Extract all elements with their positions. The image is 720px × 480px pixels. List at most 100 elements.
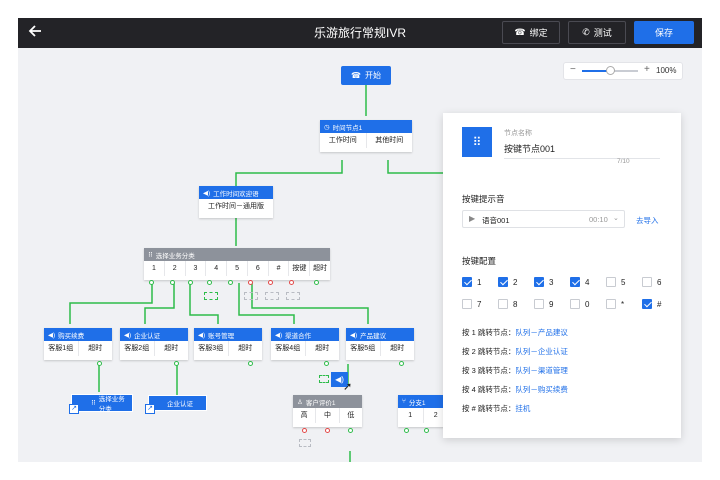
jump-prefix: 按 # 跳转节点： <box>462 404 516 413</box>
biz-node-account[interactable]: ◀)账号管理 客服3组超时 <box>194 328 262 360</box>
port-dot[interactable] <box>424 428 429 433</box>
jump-target-link[interactable]: 队列－企业认证 <box>515 347 568 356</box>
port-dot[interactable] <box>324 361 329 366</box>
zoom-out-button[interactable]: − <box>570 64 576 75</box>
node-name-label: 节点名称 <box>504 130 532 137</box>
flow-edges <box>69 85 443 462</box>
jump-target-link[interactable]: 队列－渠道管理 <box>515 366 568 375</box>
port-dot[interactable] <box>207 280 212 285</box>
port-dot[interactable] <box>188 280 193 285</box>
start-label: 开始 <box>364 71 381 80</box>
biz-node-enterprise[interactable]: ◀)企业认证 客服2组超时 <box>120 328 188 360</box>
dragging-speaker-node[interactable]: ◀) <box>331 372 348 387</box>
leaf-label: 选择业务分类 <box>98 396 125 413</box>
jump-icon: ↗ <box>69 404 79 414</box>
drop-placeholder[interactable] <box>299 439 311 447</box>
port-dot-unlinked[interactable] <box>268 280 273 285</box>
port-dot[interactable] <box>170 280 175 285</box>
drop-placeholder[interactable] <box>204 292 218 300</box>
branch-item: 2 <box>433 412 438 419</box>
port-dot[interactable] <box>174 361 179 366</box>
speaker-icon: ◀) <box>275 331 283 339</box>
welcome-node[interactable]: ◀)工作时间欢迎语 工作时间－通用版 <box>199 186 273 218</box>
port-dot[interactable] <box>399 361 404 366</box>
select-node-header: ⠿选择业务分类 <box>144 248 330 261</box>
biz-node-suggestion[interactable]: ◀)产品建议 客服5组超时 <box>346 328 414 360</box>
queue-label: 客服5组 <box>346 341 381 356</box>
port-dot[interactable] <box>149 280 154 285</box>
key-checkbox-label: 9 <box>549 299 554 309</box>
port-dot-unlinked[interactable] <box>248 280 253 285</box>
speaker-icon: ◀) <box>203 189 211 197</box>
key-checkbox-label: 5 <box>621 277 626 287</box>
key-checkbox[interactable]: 1 <box>462 277 481 287</box>
key-checkbox-label: 3 <box>549 277 554 287</box>
port-dot-unlinked[interactable] <box>302 428 307 433</box>
checkbox-unchecked-icon <box>642 277 652 287</box>
port-dot[interactable] <box>404 428 409 433</box>
drop-placeholder[interactable] <box>319 375 329 383</box>
checkbox-unchecked-icon <box>606 299 616 309</box>
key-checkbox[interactable]: # <box>642 299 661 309</box>
biz-node-header: ◀)产品建议 <box>346 328 414 341</box>
key-checkbox[interactable]: * <box>606 299 624 309</box>
branch-item: 1 <box>398 408 424 423</box>
play-icon[interactable]: ▶ <box>469 214 476 223</box>
key-checkbox[interactable]: 6 <box>642 277 661 287</box>
drop-placeholder[interactable] <box>265 292 279 300</box>
key-checkbox[interactable]: 5 <box>606 277 625 287</box>
branch-node-title: 分支1 <box>408 399 426 407</box>
biz-node-title: 账号管理 <box>208 332 235 340</box>
key-checkbox[interactable]: 9 <box>534 299 553 309</box>
port-dot[interactable] <box>348 428 353 433</box>
top-bar: 乐游旅行常规IVR ☎绑定 ✆测试 保存 <box>18 18 702 48</box>
start-node[interactable]: ☎开始 <box>341 66 391 85</box>
drop-placeholder[interactable] <box>244 292 258 300</box>
key-checkbox[interactable]: 8 <box>498 299 517 309</box>
key-checkbox-label: 8 <box>513 299 518 309</box>
biz-node-purchase[interactable]: ◀)购买续费 客服1组超时 <box>44 328 112 360</box>
jump-target-link[interactable]: 队列－产品建议 <box>515 328 568 337</box>
jump-leaf-enterprise[interactable]: ↗企业认证 <box>145 396 206 414</box>
rating-mid: 中 <box>316 408 340 423</box>
select-key: 3 <box>186 261 207 276</box>
zoom-in-button[interactable]: + <box>644 64 650 75</box>
biz-node-channel[interactable]: ◀)渠道合作 客服4组超时 <box>271 328 339 360</box>
welcome-content: 工作时间－通用版 <box>208 203 264 210</box>
port-dot-unlinked[interactable] <box>325 428 330 433</box>
zoom-slider-knob[interactable] <box>606 66 615 75</box>
drop-placeholder[interactable] <box>286 292 300 300</box>
time-node[interactable]: ◷时间节点1 工作时间其他时间 <box>320 120 412 152</box>
jump-leaf-select[interactable]: ↗⠿选择业务分类 <box>69 396 131 414</box>
zoom-percent: 100% <box>656 66 677 75</box>
key-checkbox[interactable]: 7 <box>462 299 481 309</box>
port-dot[interactable] <box>314 280 319 285</box>
key-checkbox-label: 4 <box>585 277 590 287</box>
key-checkbox[interactable]: 3 <box>534 277 553 287</box>
port-dot-unlinked[interactable] <box>289 280 294 285</box>
port-dot[interactable] <box>97 361 102 366</box>
key-checkbox[interactable]: 0 <box>570 299 589 309</box>
node-name-input[interactable]: 按键节点001 <box>504 142 660 159</box>
key-checkbox[interactable]: 2 <box>498 277 517 287</box>
rating-low: 低 <box>347 412 355 419</box>
save-button[interactable]: 保存 <box>634 21 694 44</box>
phone-icon: ☎ <box>351 71 361 80</box>
test-button[interactable]: ✆测试 <box>568 21 626 44</box>
zoom-slider[interactable] <box>582 66 638 75</box>
queue-label: 客服4组 <box>271 341 306 356</box>
jump-target-link[interactable]: 挂机 <box>515 404 531 413</box>
port-dot[interactable] <box>228 280 233 285</box>
jump-target-link[interactable]: 队列－购买续费 <box>515 385 568 394</box>
port-dot[interactable] <box>248 361 253 366</box>
import-link[interactable]: 去导入 <box>636 216 659 225</box>
bind-button[interactable]: ☎绑定 <box>502 21 560 44</box>
key-checkbox[interactable]: 4 <box>570 277 589 287</box>
audio-select[interactable]: ▶ 语音001 00:10 ⌄ <box>462 210 625 228</box>
back-button[interactable] <box>28 24 46 42</box>
rating-node[interactable]: ♙客户评价1 高中低 <box>293 395 362 427</box>
clock-icon: ◷ <box>324 123 330 131</box>
